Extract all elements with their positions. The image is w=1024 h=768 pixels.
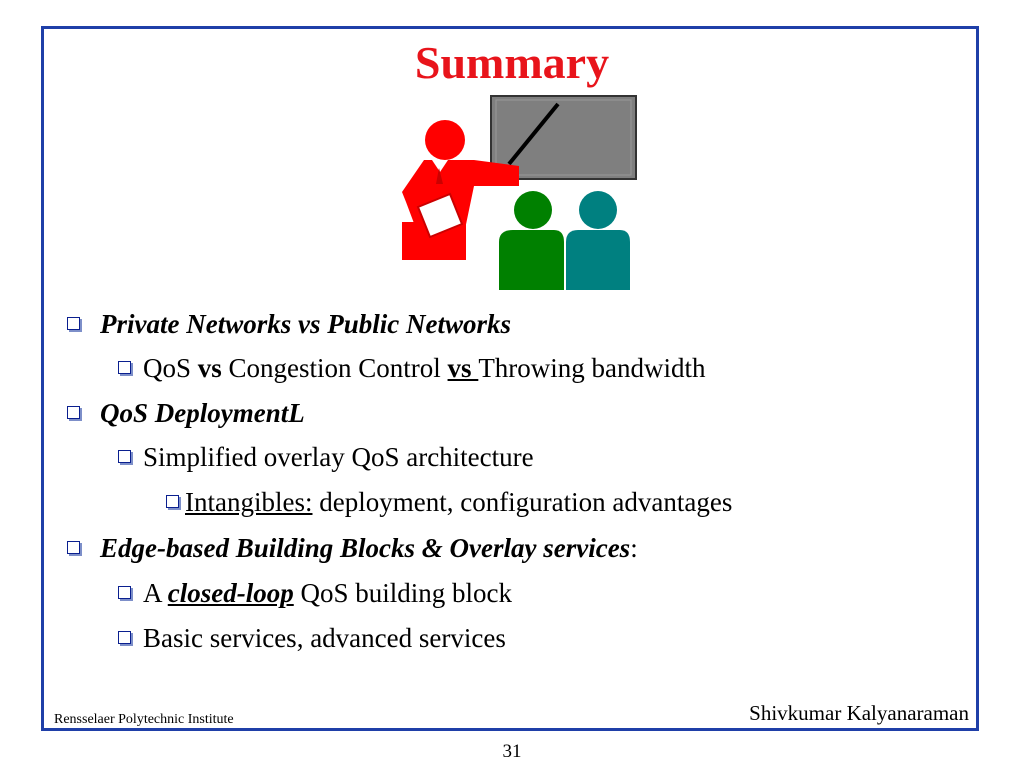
bullet-edge-based: Edge-based Building Blocks & Overlay ser… [67, 532, 638, 564]
audience-member-green [499, 191, 564, 290]
bullet-basic-services: Basic services, advanced services [118, 622, 506, 654]
bullet-private-networks: Private Networks vs Public Networks [67, 308, 511, 340]
presenter-clipart [402, 95, 637, 290]
footer-author: Shivkumar Kalyanaraman [749, 701, 969, 725]
clipboard [416, 192, 464, 239]
slide-frame [41, 26, 979, 731]
square-bullet-icon [67, 406, 80, 420]
pointer [507, 102, 560, 166]
square-bullet-icon [67, 317, 80, 331]
bullet-qos-deployment: QoS DeploymentL [67, 397, 305, 429]
square-bullet-icon [166, 495, 179, 509]
bullet-simplified-overlay: Simplified overlay QoS architecture [118, 441, 534, 473]
audience-member-teal [566, 191, 630, 290]
square-bullet-icon [118, 631, 131, 645]
slide-title: Summary [414, 37, 610, 88]
footer-institution: Rensselaer Polytechnic Institute [54, 712, 234, 727]
page-number: 31 [502, 741, 522, 762]
square-bullet-icon [118, 586, 131, 600]
bullet-closed-loop: A closed-loop QoS building block [118, 577, 512, 609]
square-bullet-icon [118, 450, 131, 464]
square-bullet-icon [118, 361, 131, 375]
bullet-intangibles: Intangibles: deployment, configuration a… [166, 486, 732, 518]
square-bullet-icon [67, 541, 80, 555]
bullet-qos-vs: QoS vs Congestion Control vs Throwing ba… [118, 352, 706, 384]
